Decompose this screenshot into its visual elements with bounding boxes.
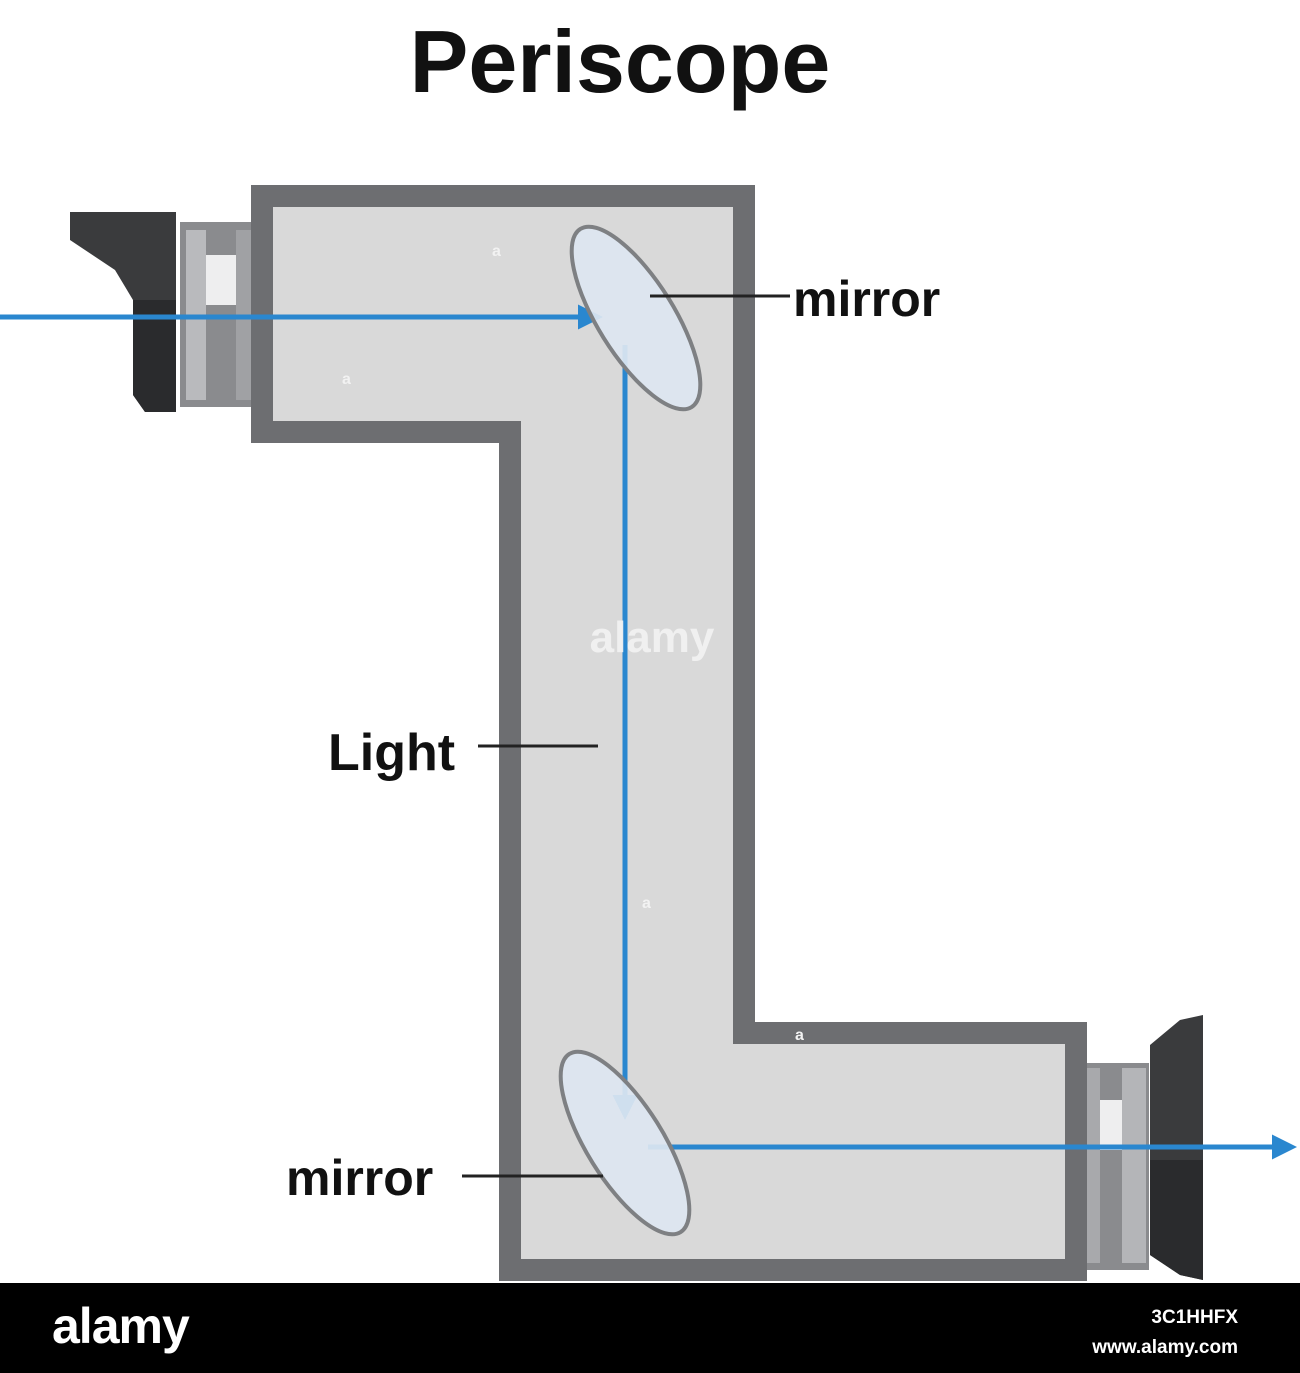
light-ray: [0, 304, 1297, 1160]
stock-image-info: 3C1HHFX www.alamy.com: [1092, 1303, 1238, 1363]
bottom-mirror: [558, 1049, 692, 1237]
diagram-title: Periscope: [410, 12, 831, 111]
stock-footer-bar: alamy 3C1HHFX www.alamy.com: [0, 1283, 1300, 1373]
watermark-small: a: [492, 243, 501, 260]
top-mirror: [569, 224, 703, 412]
watermark-small: a: [342, 371, 351, 388]
light-label: Light: [328, 724, 455, 782]
mirror-bottom-label: mirror: [286, 1150, 433, 1206]
stock-logo: alamy: [52, 1298, 190, 1354]
watermark-center: alamy: [590, 613, 715, 662]
site-url: www.alamy.com: [1092, 1337, 1238, 1358]
watermark-marks: a a a a: [342, 243, 804, 1044]
watermark-small: a: [795, 1027, 804, 1044]
watermark-small: a: [642, 895, 651, 912]
top-eyepiece: [70, 212, 266, 412]
periscope-tube: [251, 185, 1087, 1281]
mirror-top-label: mirror: [793, 271, 940, 327]
image-id: 3C1HHFX: [1151, 1307, 1238, 1328]
